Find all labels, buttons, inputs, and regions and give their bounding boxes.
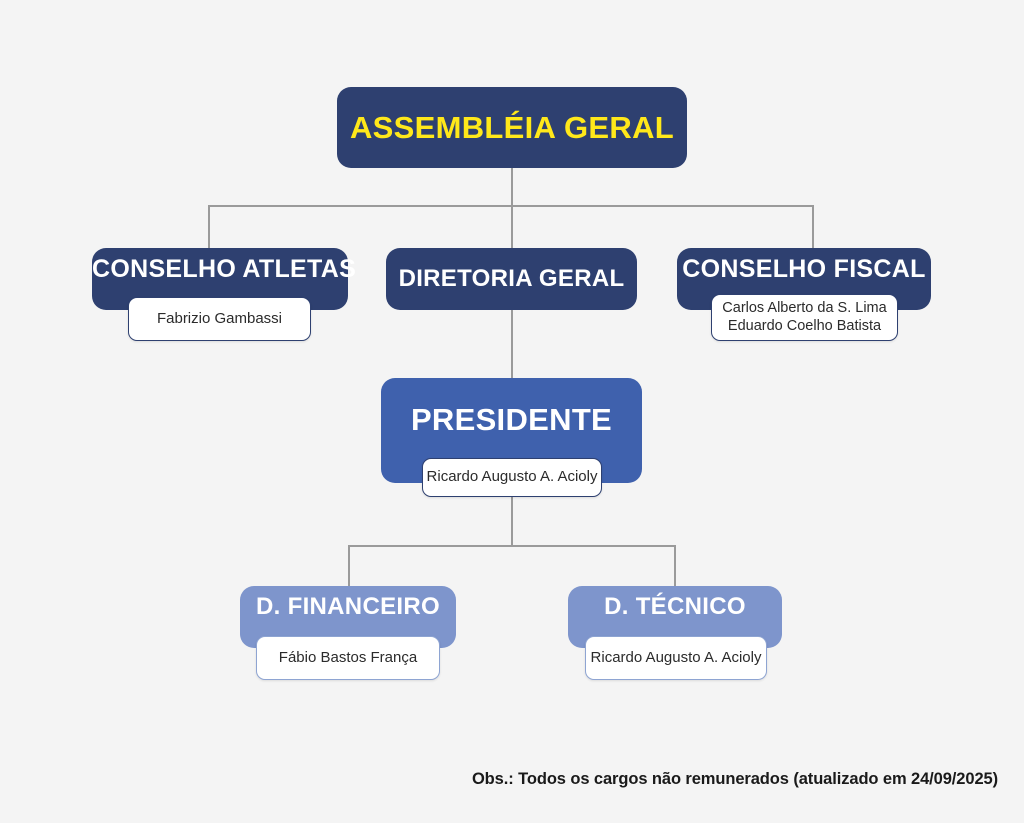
- member-name: Ricardo Augusto A. Acioly: [426, 468, 598, 486]
- connector-presidente-stem: [511, 497, 513, 546]
- node-title-d-financeiro: D. FINANCEIRO: [256, 593, 440, 620]
- connector-drop-d-financeiro: [348, 545, 350, 586]
- namecard-conselho-atletas[interactable]: Fabrizio Gambassi: [128, 297, 311, 341]
- connector-drop-conselho-fiscal: [812, 205, 814, 248]
- node-title-conselho-fiscal: CONSELHO FISCAL: [682, 255, 926, 283]
- node-title-diretoria-geral: DIRETORIA GERAL: [398, 265, 625, 292]
- connector-drop-diretoria-geral: [511, 205, 513, 248]
- connector-diretoria-to-presidente: [511, 310, 513, 378]
- connector-level3-bus: [348, 545, 676, 547]
- connector-drop-d-tecnico: [674, 545, 676, 586]
- namecard-conselho-fiscal[interactable]: Carlos Alberto da S. Lima Eduardo Coelho…: [711, 294, 898, 341]
- member-name: Carlos Alberto da S. Lima: [722, 299, 887, 316]
- node-title-assembleia-geral: ASSEMBLÉIA GERAL: [349, 109, 674, 145]
- node-diretoria-geral[interactable]: DIRETORIA GERAL: [386, 248, 637, 310]
- member-name: Fabrizio Gambassi: [156, 309, 283, 327]
- member-name: Ricardo Augusto A. Acioly: [590, 648, 762, 666]
- node-title-conselho-atletas: CONSELHO ATLETAS: [92, 255, 357, 283]
- namecard-d-financeiro[interactable]: Fábio Bastos França: [256, 636, 440, 680]
- namecard-presidente[interactable]: Ricardo Augusto A. Acioly: [422, 458, 602, 497]
- node-title-presidente: PRESIDENTE: [410, 402, 613, 437]
- footnote-text: Obs.: Todos os cargos não remunerados (a…: [471, 770, 998, 788]
- node-title-d-tecnico: D. TÉCNICO: [604, 593, 746, 620]
- namecard-d-tecnico[interactable]: Ricardo Augusto A. Acioly: [585, 636, 767, 680]
- node-assembleia-geral[interactable]: ASSEMBLÉIA GERAL: [337, 87, 687, 168]
- connector-assembleia-stem: [511, 168, 513, 207]
- member-name: Fábio Bastos França: [278, 648, 418, 666]
- member-name: Eduardo Coelho Batista: [727, 317, 882, 334]
- connector-drop-conselho-atletas: [208, 205, 210, 248]
